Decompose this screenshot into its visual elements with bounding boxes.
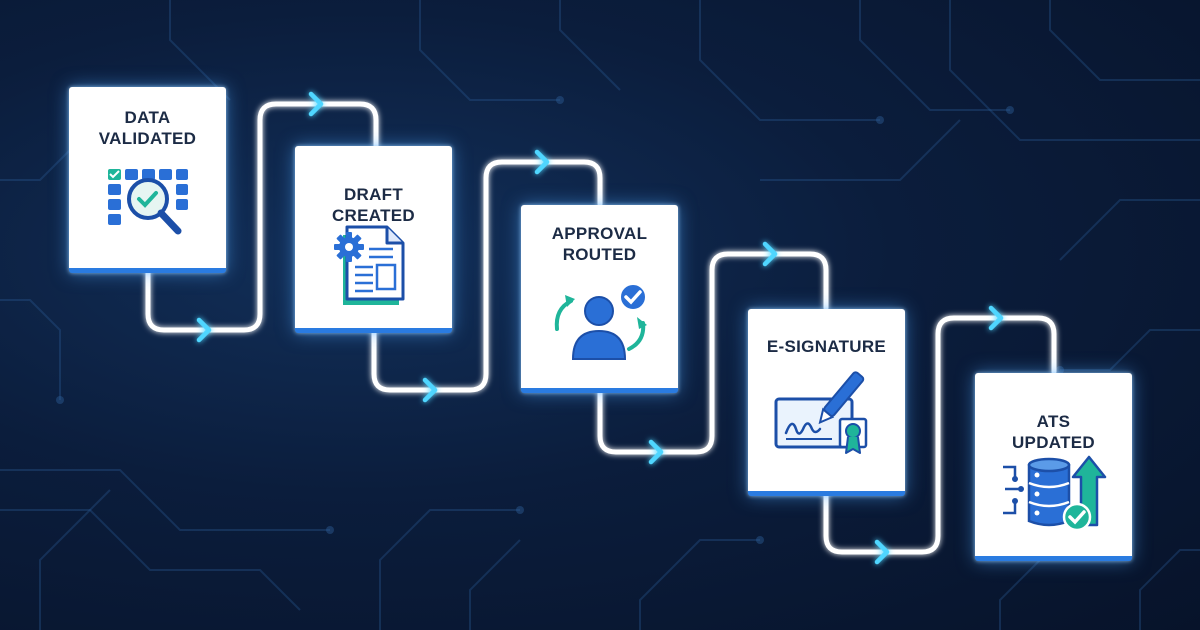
connector-4-5 <box>823 315 1057 555</box>
person-arrows-check-icon <box>554 283 647 360</box>
arrow-chevron <box>422 377 438 403</box>
database-upload-check-icon <box>1002 455 1106 532</box>
arrow-chevron <box>196 317 212 343</box>
step-label: ATS UPDATED <box>1011 412 1095 452</box>
step-card-ats-updated: ATS UPDATED <box>975 373 1132 561</box>
arrow-chevron <box>648 439 664 465</box>
document-gear-icon <box>333 225 404 305</box>
arrow-chevron <box>762 241 778 267</box>
connector-1-2 <box>145 101 379 333</box>
step-label: DRAFT CREATED <box>331 185 415 225</box>
step-label: E-SIGNATURE <box>766 337 887 356</box>
step-card-data-validated: DATA VALIDATED <box>69 87 226 273</box>
connector-2-3 <box>371 159 603 393</box>
step-card-approval-routed: APPROVAL ROUTED <box>521 205 678 393</box>
arrow-chevron <box>308 91 324 117</box>
step-card-e-signature: E-SIGNATURE <box>748 309 905 496</box>
arrow-chevron <box>874 539 890 565</box>
arrow-chevron <box>988 305 1004 331</box>
arrow-chevron <box>534 149 550 175</box>
step-card-draft-created: DRAFT CREATED <box>295 146 452 333</box>
grid-magnifier-check-icon <box>107 169 188 235</box>
signature-pen-certificate-icon <box>774 371 867 454</box>
step-label: DATA VALIDATED <box>98 108 197 148</box>
step-label: APPROVAL ROUTED <box>551 224 648 264</box>
connector-3-4 <box>597 251 829 455</box>
